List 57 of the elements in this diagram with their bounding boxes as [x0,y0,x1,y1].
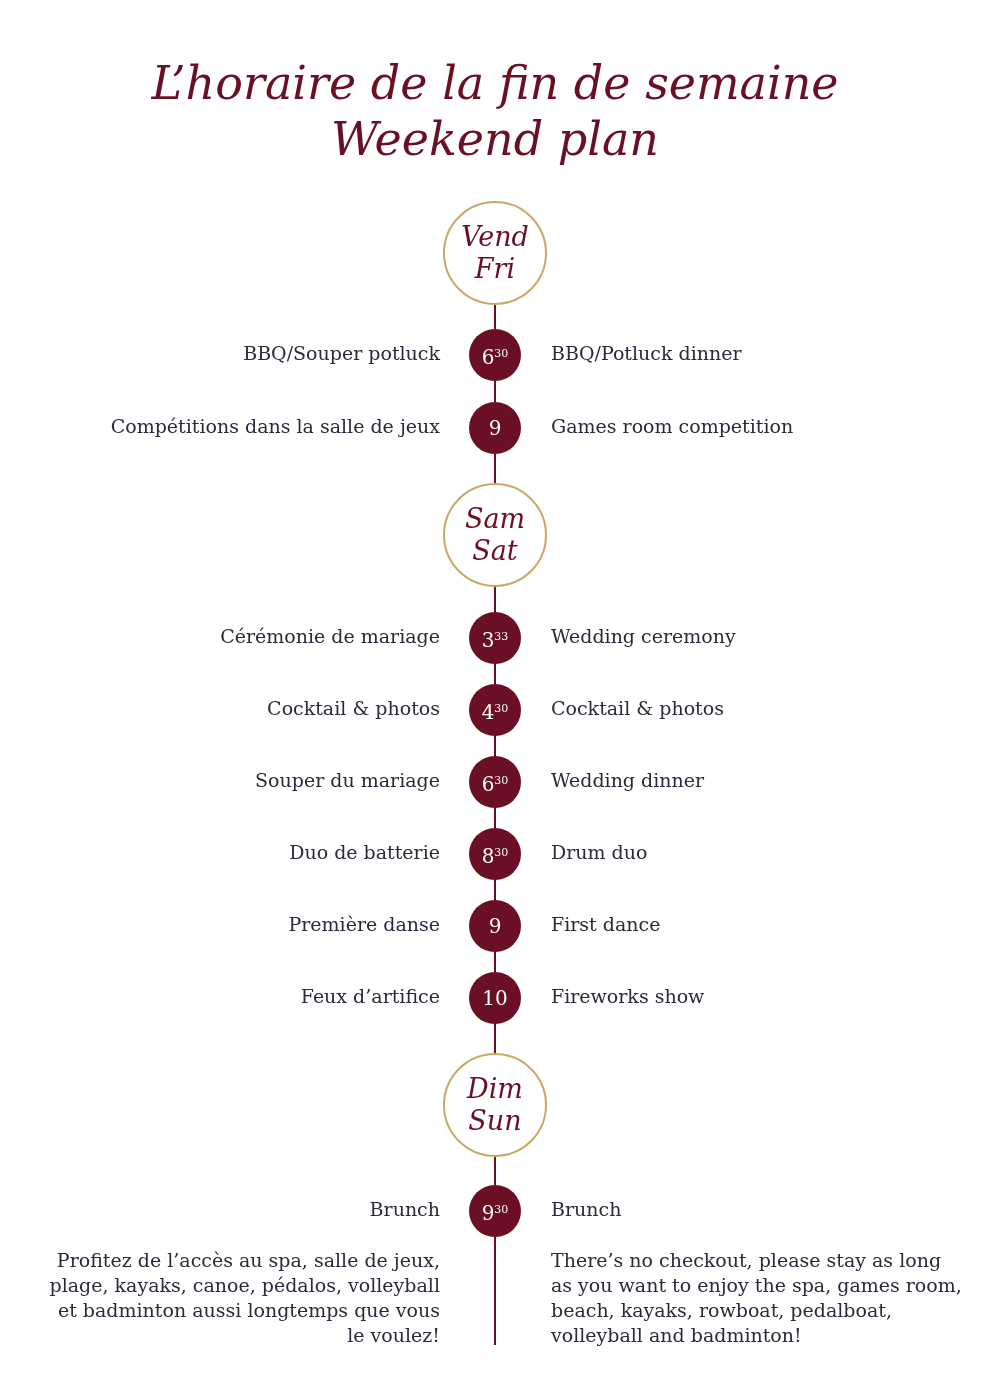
time-label: 9 [488,417,502,439]
event-french: Cérémonie de mariage [220,624,440,648]
event-english: Drum duo [551,840,648,864]
time-label: 8$^{30}$ [481,842,509,867]
time-circle [469,402,521,454]
event-french: Première danse [288,912,440,936]
event-french: Brunch [369,1197,440,1221]
event-english: Wedding ceremony [551,624,736,648]
day-label: Sam [464,503,526,535]
event-french: Compétitions dans la salle de jeux [110,414,440,438]
time-label: 4$^{30}$ [481,698,509,723]
timeline-line [494,1023,496,1054]
time-label: 9 [488,915,502,937]
note-paragraph: There’s no checkout, please stay as long as you want to enjoy the spa, games room, beach, kayaks, rowboat, pedalboat, volleyball and badminton! [551,1248,963,1348]
time-circle [469,684,521,736]
event-english: Wedding dinner [551,768,705,792]
timeline-line [494,586,496,613]
timeline-line [494,304,496,330]
event-french: Duo de batterie [289,840,440,864]
time-circle [469,329,521,381]
timeline-line [494,879,496,901]
event-french: Feux d’artifice [300,984,440,1008]
time-circle [469,1185,521,1237]
event-french: Souper du mariage [255,768,440,792]
timeline-line [494,380,496,403]
day-label: Fri [474,253,516,285]
event-english: Cocktail & photos [551,696,724,720]
day-label: Sat [472,535,518,567]
day-label: Vend [461,221,529,253]
time-circle [469,972,521,1024]
timeline-line [494,1156,496,1186]
event-french: Cocktail & photos [267,696,440,720]
event-french: BBQ/Souper potluck [243,341,440,365]
event-english: First dance [551,912,661,936]
event-english: Fireworks show [551,984,705,1008]
timeline-line [494,663,496,685]
timeline-line [494,735,496,757]
time-circle [469,900,521,952]
day-label: Sun [468,1105,522,1137]
timeline-line [494,807,496,829]
time-circle [469,756,521,808]
time-label: 6$^{30}$ [481,770,509,795]
time-label: 10 [482,987,508,1009]
event-english: Games room competition [551,414,794,438]
timeline-line [494,951,496,973]
time-label: 9$^{30}$ [481,1199,509,1224]
time-circle [469,828,521,880]
event-english: Brunch [551,1197,622,1221]
title: L’horaire de la fin de semaine Weekend plan [150,55,840,167]
time-circle [469,612,521,664]
timeline-line [494,453,496,484]
time-label: 3$^{33}$ [481,626,509,651]
note-paragraph: Profitez de l’accès au spa, salle de jeux, plage, kayaks, canoe, pédalos, volleyball et badminton aussi longtemps que vous le voulez! [48,1248,440,1348]
time-label: 6$^{30}$ [481,343,509,368]
event-english: BBQ/Potluck dinner [551,341,742,365]
day-label: Dim [467,1073,523,1105]
timeline-line [494,1236,496,1346]
